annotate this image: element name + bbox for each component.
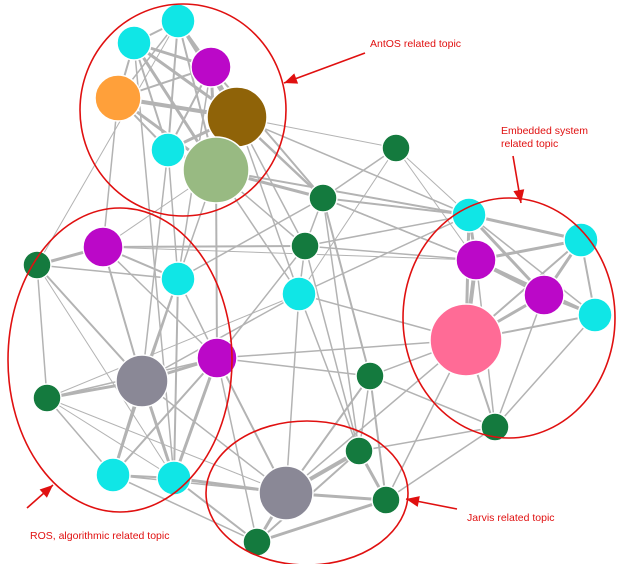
edge-a5-m4 bbox=[236, 116, 300, 295]
node-pink-e6 bbox=[429, 303, 503, 377]
edge-j3-e7 bbox=[385, 426, 496, 501]
edge-m3-e3 bbox=[304, 245, 477, 261]
edge-m2-m5 bbox=[322, 197, 371, 377]
edge-a7-e1 bbox=[215, 169, 470, 216]
edge-r4-r8 bbox=[172, 356, 219, 480]
node-cyan-m4 bbox=[281, 276, 317, 312]
node-cyan-e1 bbox=[451, 197, 487, 233]
edge-m4-j2 bbox=[285, 293, 300, 494]
edge-j3-j4 bbox=[255, 498, 388, 544]
cluster-ellipse-jarvis bbox=[205, 420, 409, 564]
annotation-antos: AntOS related topic bbox=[370, 38, 462, 50]
edge-r4-e6 bbox=[216, 339, 467, 359]
annotation-embedded-line2: related topic bbox=[501, 138, 559, 150]
edge-r4-j4 bbox=[216, 357, 258, 543]
edge-m4-r6 bbox=[46, 293, 300, 399]
node-cyan-e5 bbox=[577, 297, 613, 333]
node-magenta-e3 bbox=[455, 239, 497, 281]
edge-m2-r3 bbox=[177, 197, 324, 280]
edge-a2-r8 bbox=[133, 42, 175, 479]
arrow-embedded bbox=[512, 155, 525, 204]
edge-r7-j4 bbox=[112, 474, 258, 543]
edge-j3-m5 bbox=[369, 375, 387, 501]
arrow-antos bbox=[283, 52, 366, 84]
edge-r5-j2 bbox=[141, 380, 287, 494]
edge-r2-r4 bbox=[102, 246, 218, 359]
node-cyan-a1 bbox=[160, 3, 196, 39]
edge-a1-r1 bbox=[36, 20, 179, 266]
node-dark-green-m1 bbox=[381, 133, 411, 163]
node-orange-a4 bbox=[94, 74, 142, 122]
node-magenta-r2 bbox=[82, 226, 124, 268]
annotation-jarvis: Jarvis related topic bbox=[467, 512, 555, 524]
edge-r6-j2 bbox=[46, 397, 287, 494]
edge-m2-j1 bbox=[322, 197, 360, 452]
edge-m1-e3 bbox=[395, 147, 477, 261]
node-dark-green-m2 bbox=[308, 183, 338, 213]
node-dark-green-m3 bbox=[290, 231, 320, 261]
edge-a1-a6 bbox=[167, 20, 179, 151]
graph-nodes bbox=[22, 3, 613, 557]
edge-m3-j1 bbox=[304, 245, 360, 452]
node-magenta-e4 bbox=[523, 274, 565, 316]
edge-r4-r7 bbox=[112, 357, 218, 476]
node-sage-a7 bbox=[182, 136, 250, 204]
node-cyan-r8 bbox=[156, 460, 192, 496]
edge-e1-e2 bbox=[467, 213, 583, 242]
edge-r3-r8 bbox=[173, 278, 179, 479]
edge-m5-r4 bbox=[216, 357, 371, 377]
arrow-ros bbox=[26, 484, 54, 509]
cluster-ellipse-antos bbox=[79, 3, 287, 217]
cluster-annotations bbox=[7, 3, 616, 564]
edge-m1-m4 bbox=[298, 147, 397, 295]
node-magenta-a3 bbox=[190, 46, 232, 88]
edge-r1-r8 bbox=[36, 264, 175, 479]
edge-j1-m4 bbox=[298, 293, 360, 452]
node-dark-green-r6 bbox=[32, 383, 62, 413]
edge-e1-e5 bbox=[468, 214, 596, 316]
edge-m3-e1 bbox=[304, 214, 470, 247]
edge-r6-r8 bbox=[46, 397, 175, 479]
edge-m4-e1 bbox=[298, 214, 470, 295]
node-cyan-a6 bbox=[150, 132, 186, 168]
node-dark-green-e7 bbox=[480, 412, 510, 442]
edge-e5-e7 bbox=[494, 314, 596, 428]
node-dark-green-m5 bbox=[355, 361, 385, 391]
node-cyan-r3 bbox=[160, 261, 196, 297]
cluster-ellipse-embedded bbox=[402, 197, 616, 439]
edge-a4-r2 bbox=[102, 97, 119, 248]
edge-a5-e1 bbox=[236, 116, 470, 216]
arrow-jarvis bbox=[405, 496, 458, 510]
edge-r7-j2 bbox=[112, 474, 287, 494]
edge-r1-r6 bbox=[36, 264, 48, 399]
node-cyan-e2 bbox=[563, 222, 599, 258]
node-magenta-r4 bbox=[196, 337, 238, 379]
node-dark-green-j1 bbox=[344, 436, 374, 466]
node-cyan-a2 bbox=[116, 25, 152, 61]
edge-e3-m2 bbox=[322, 197, 477, 261]
node-gray-r5 bbox=[115, 354, 169, 408]
cluster-ellipse-ros bbox=[7, 207, 233, 513]
edge-m4-r5 bbox=[141, 293, 300, 382]
edge-a6-r3 bbox=[167, 149, 179, 280]
edge-e4-e7 bbox=[494, 294, 545, 428]
node-cyan-r7 bbox=[95, 457, 131, 493]
edge-r1-r3 bbox=[36, 264, 179, 280]
node-gray-j2 bbox=[258, 465, 314, 521]
annotation-embedded-line1: Embedded system bbox=[501, 125, 588, 137]
node-dark-green-j3 bbox=[371, 485, 401, 515]
edge-r2-e3 bbox=[102, 246, 477, 261]
node-dark-green-r1 bbox=[22, 250, 52, 280]
edge-m2-e1 bbox=[322, 197, 470, 216]
annotation-ros: ROS, algorithmic related topic bbox=[30, 530, 170, 542]
edge-m3-r2 bbox=[102, 245, 306, 248]
